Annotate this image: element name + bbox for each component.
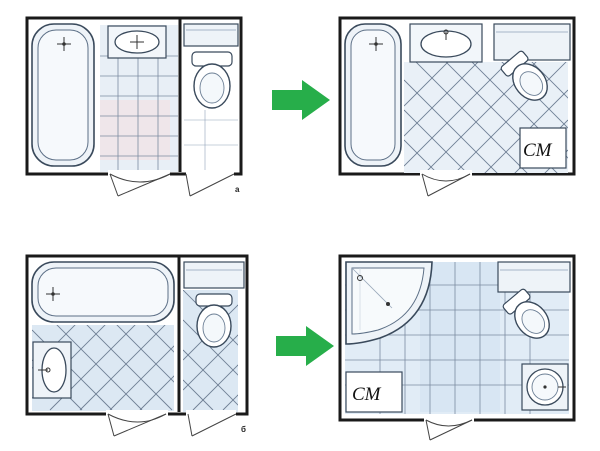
sink [521, 363, 569, 411]
arrow-right-icon [276, 326, 334, 366]
corner-shower [345, 261, 433, 345]
washing-machine: СМ [519, 127, 567, 169]
washer-label: СМ [352, 384, 382, 405]
toilet [502, 288, 550, 339]
washing-machine: СМ [345, 371, 403, 413]
drain-icon [369, 37, 383, 51]
faucet-icon [130, 35, 144, 49]
sink [107, 25, 167, 59]
label-b: б [241, 425, 246, 434]
faucet-icon [443, 29, 449, 40]
shower-head-icon [357, 275, 363, 281]
arrow-right-icon [272, 80, 330, 120]
drain-icon [46, 287, 60, 301]
toilet [183, 23, 239, 172]
bathtub [344, 23, 402, 167]
bathtub [31, 23, 95, 167]
door-swing [106, 410, 237, 437]
label-a: а [235, 185, 240, 194]
faucet-icon [543, 385, 566, 389]
bathtub [31, 261, 175, 323]
sink [32, 341, 72, 399]
plan-d-after: СМ [338, 254, 576, 441]
door-swing [420, 170, 472, 197]
faucet-icon [38, 367, 51, 373]
toilet [500, 50, 548, 101]
sink [409, 23, 483, 63]
toilet [183, 261, 245, 348]
plan-a-before: а [25, 16, 243, 197]
plan-b-after: СМ [338, 16, 576, 197]
washer-label: СМ [523, 140, 553, 161]
drain-icon [386, 302, 390, 306]
drain-icon [57, 37, 71, 51]
door-swing [108, 170, 235, 197]
door-swing [424, 416, 474, 441]
cistern-box [497, 261, 571, 293]
cistern-box [493, 23, 571, 61]
plan-c-before: б [25, 254, 249, 437]
